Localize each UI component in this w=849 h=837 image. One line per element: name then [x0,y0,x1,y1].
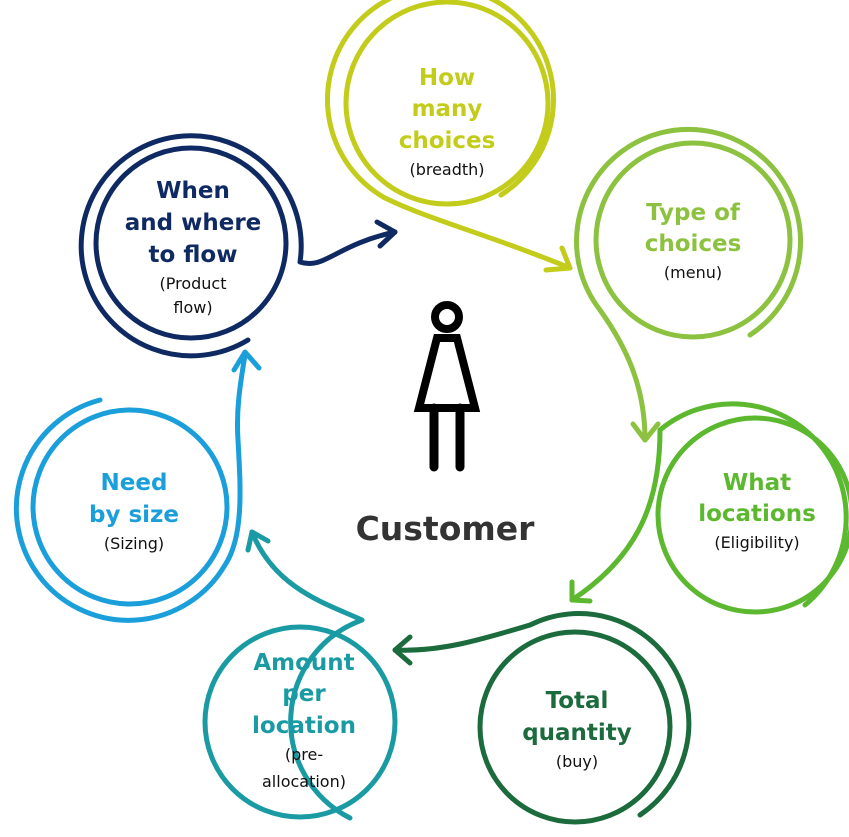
node-eligibility-sub-1: (Eligibility) [714,533,799,552]
node-sizing-title-1: Need [101,470,168,496]
node-breadth-inner-ring [343,0,551,207]
arrow-eligibility-to-buy [569,579,593,604]
center-label: Customer [356,509,536,548]
node-flow-sub-2: flow) [173,298,212,317]
arrow-sizing-to-flow [231,349,262,373]
node-buy-outer-ring [392,611,692,818]
node-preallocation-sub-1: (pre- [285,745,323,764]
node-eligibility-title-2: locations [698,501,816,527]
node-preallocation-title-1: Amount [253,650,354,676]
node-menu-sub-1: (menu) [664,263,722,282]
arrow-breadth-to-menu [543,245,573,273]
node-preallocation-title-2: per [282,681,326,707]
person-icon [413,301,481,472]
node-breadth-title-1: How [419,65,475,91]
node-flow-inner-ring [93,145,289,341]
node-menu-title-2: choices [645,231,742,257]
node-menu-title-1: Type of [646,200,741,226]
node-eligibility: What locations (Eligibility) [569,401,849,615]
arrow-buy-to-preallocation [392,634,413,666]
node-menu: Type of choices (menu) [574,126,803,443]
node-buy-sub-1: (buy) [556,752,598,771]
node-breadth: How many choices (breadth) [325,0,573,273]
node-buy-inner-ring [477,629,673,825]
node-breadth-title-2: many [412,96,483,122]
node-breadth-title-3: choices [399,128,496,154]
node-buy: Total quantity (buy) [392,611,692,825]
node-flow-sub-1: (Product [160,274,227,293]
node-eligibility-title-1: What [723,470,791,496]
node-menu-outer-ring [574,126,803,443]
node-preallocation: Amount per location (pre- allocation) [202,529,398,821]
node-buy-title-2: quantity [522,720,632,746]
arrow-menu-to-eligibility [630,421,661,443]
node-flow-outer-ring [78,133,398,359]
node-flow-title-3: to flow [149,242,238,268]
node-preallocation-outer-ring [249,529,365,821]
link-eligibility-to-buy [569,427,663,603]
node-sizing-sub-1: (Sizing) [104,534,164,553]
node-sizing: Need by size (Sizing) [13,349,262,623]
node-flow-title-1: When [156,178,230,204]
node-sizing-inner-ring [30,407,230,607]
arrow-flow-to-breadth [374,219,398,249]
node-menu-inner-ring [593,140,793,340]
node-buy-title-1: Total [546,688,609,714]
node-sizing-outer-ring [13,352,248,623]
node-breadth-outer-ring [325,0,573,271]
node-preallocation-sub-2: allocation) [262,772,346,791]
arrow-preallocation-to-sizing [245,529,271,553]
node-flow: When and where to flow (Product flow) [78,133,398,359]
node-flow-title-2: and where [125,210,262,236]
node-breadth-sub-1: (breadth) [409,160,484,179]
node-sizing-title-2: by size [89,502,179,528]
node-eligibility-outer-ring [657,401,849,608]
node-preallocation-inner-ring [202,624,398,820]
node-eligibility-inner-ring [655,415,849,615]
node-preallocation-title-3: location [252,713,356,739]
